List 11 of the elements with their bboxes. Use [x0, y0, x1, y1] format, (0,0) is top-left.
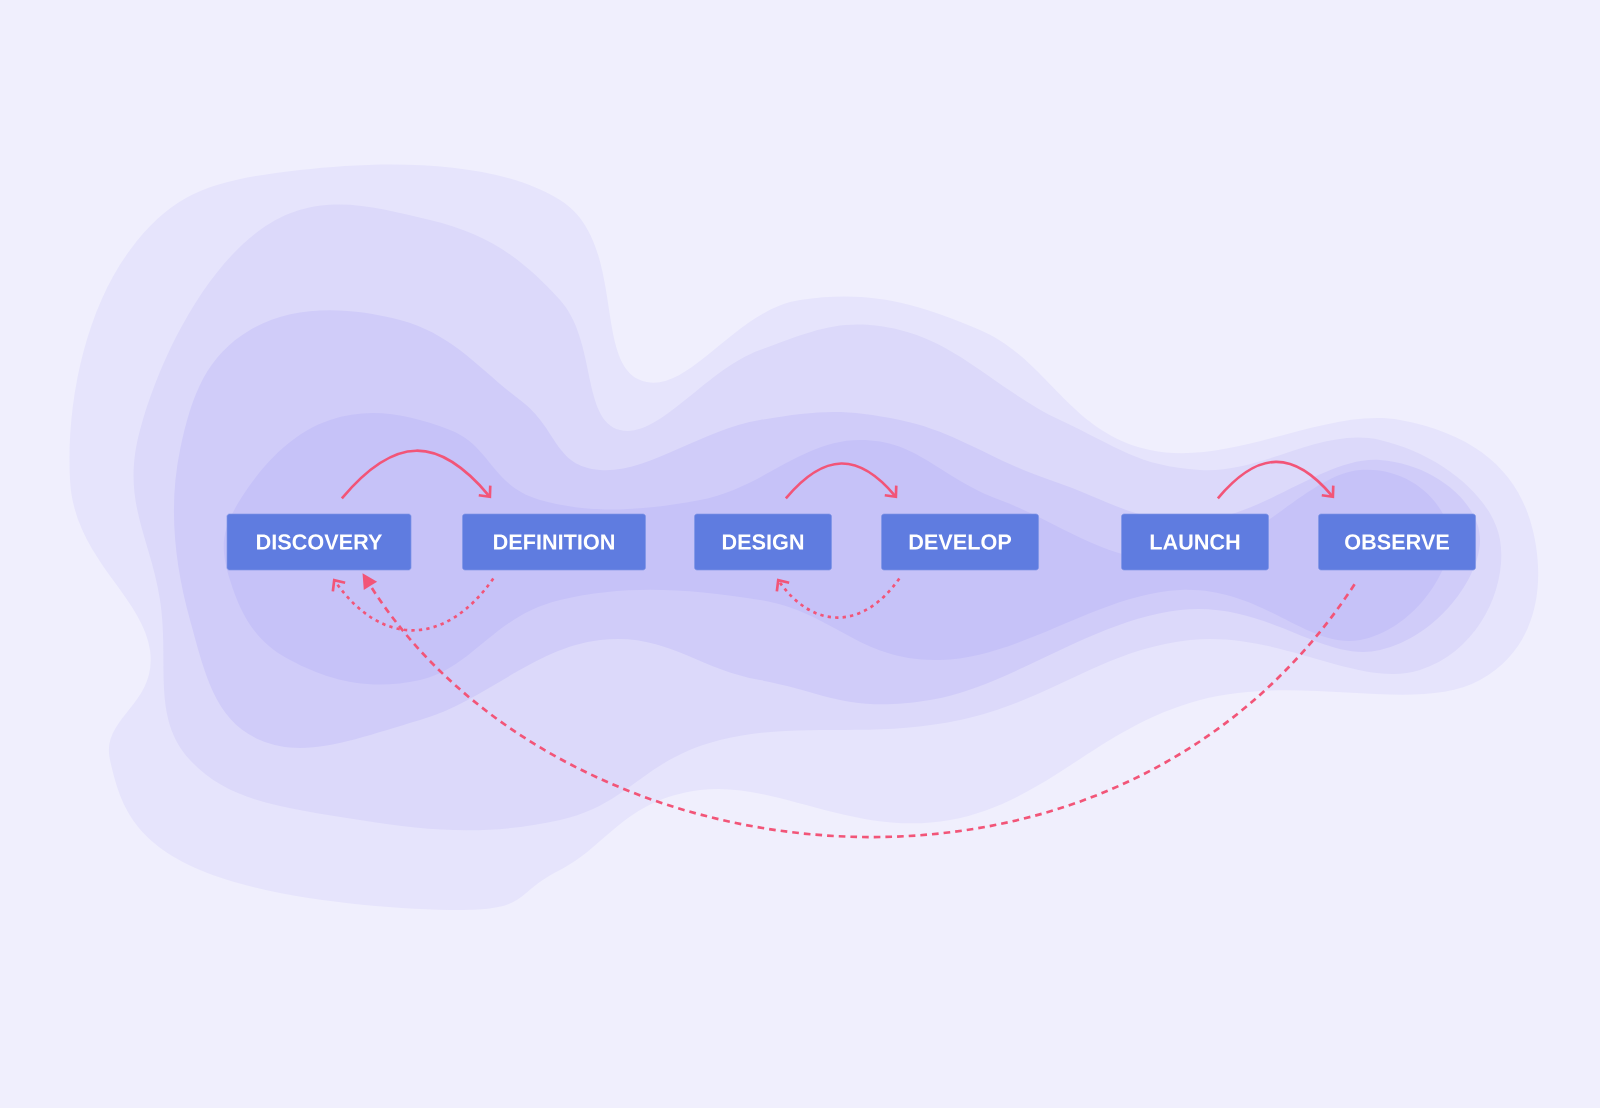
process-box: DISCOVERY [226, 513, 412, 571]
arrow [784, 462, 898, 500]
arrow [775, 577, 901, 619]
process-box: DEFINITION [462, 513, 646, 571]
process-box: OBSERVE [1318, 513, 1476, 571]
process-box: DESIGN [694, 513, 832, 571]
arrow [340, 449, 492, 500]
arrow [1216, 460, 1335, 500]
process-box: LAUNCH [1121, 513, 1269, 571]
arrow [331, 577, 495, 632]
process-box: DEVELOP [881, 513, 1039, 571]
